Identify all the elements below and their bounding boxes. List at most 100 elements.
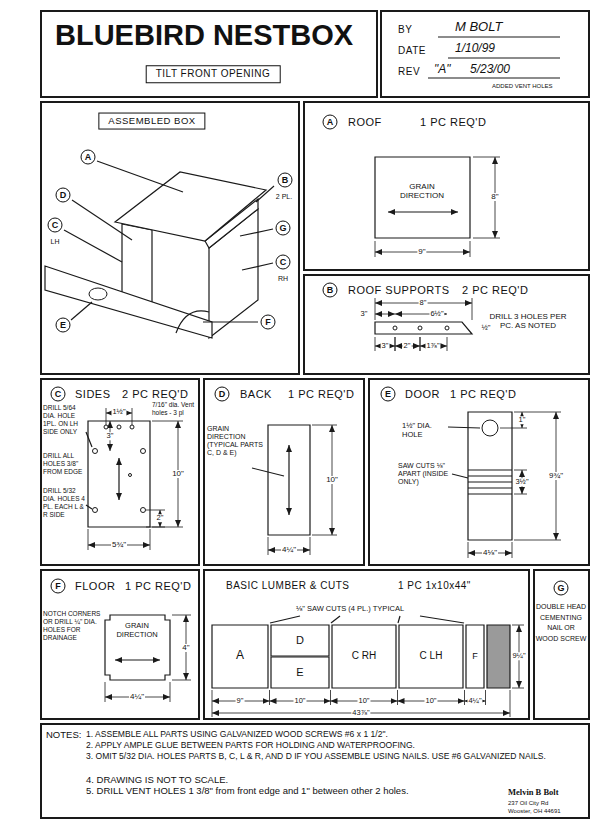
dimension-value: 2" <box>403 342 412 350</box>
roof-supports-panel: BROOF SUPPORTS2 PC REQ'D8"3"6½"3"2"1⅞"½"… <box>303 274 590 375</box>
dimension-value: 3" <box>106 432 115 440</box>
dimension-value: 43⅞" <box>351 709 370 717</box>
panel-heading: 2 PC REQ'D <box>462 284 528 297</box>
drill-hole <box>418 326 422 330</box>
saw-cut <box>468 469 512 470</box>
extension-line <box>512 625 524 626</box>
label-text: LH <box>51 238 60 246</box>
note-text: DRILL 5/32 DIA. HOLES 4 PL. EACH L & R S… <box>43 487 87 519</box>
extension-line <box>464 690 465 705</box>
note-text: 1½" DIA. HOLE <box>402 422 442 439</box>
panel-heading: 2 PC REQ'D <box>122 388 188 401</box>
panel-heading: DOOR <box>405 388 440 401</box>
panel-heading: 1 PC REQ'D <box>125 580 191 593</box>
extension-line <box>397 690 398 705</box>
waste-piece <box>487 625 510 688</box>
boxed-heading: ASSEMBLED BOX <box>98 113 205 130</box>
title-block: TILT FRONT OPENINGBLUEBIRD NESTBOX <box>40 10 378 98</box>
side-part <box>88 421 150 527</box>
label-text: RH <box>278 275 288 283</box>
callout-letter: C <box>51 387 66 402</box>
roof-support-part <box>375 322 472 334</box>
callout-letter: F <box>261 315 276 330</box>
entrance-hole <box>482 420 498 436</box>
extension-line <box>514 540 561 541</box>
leader-line <box>448 427 480 428</box>
dimension-value: ½" <box>481 324 492 332</box>
note-text: 3. OMIT 5/32 DIA. HOLES PARTS B, C, L & … <box>86 751 590 762</box>
label-text: F <box>472 651 478 661</box>
leader-line <box>398 616 400 623</box>
grain-arrow <box>115 659 160 660</box>
door-part <box>468 412 512 540</box>
extension-line <box>420 337 421 351</box>
roof-panel: AROOF1 PC REQ'DGRAIN DIRECTION8"9" <box>303 101 590 271</box>
floor-part <box>105 615 170 680</box>
callout-letter: E <box>381 387 396 402</box>
cut-piece <box>271 625 329 656</box>
leader-line <box>270 616 300 623</box>
extension-line <box>172 680 191 681</box>
entrance-hole <box>89 288 107 300</box>
label-text: M BOLT <box>455 20 502 35</box>
label-text: "A" <box>434 63 451 77</box>
panel-heading: DATE <box>398 45 426 57</box>
dimension-value: 6½" <box>429 310 444 318</box>
leader-line <box>72 200 132 240</box>
label-text: Melvin B Bolt <box>508 788 559 798</box>
extension-line <box>375 298 376 320</box>
vent-hole <box>117 425 121 429</box>
extension-line <box>472 298 473 320</box>
leader-line <box>97 161 183 192</box>
cut-piece <box>271 657 329 688</box>
callout-letter: D <box>56 188 71 203</box>
leader-line <box>86 432 92 447</box>
dimension-value: 9" <box>236 697 245 705</box>
dimension-value: 9¼" <box>511 652 526 660</box>
panel-heading: BASIC LUMBER & CUTS <box>226 580 349 592</box>
dimension-value: 3" <box>360 310 369 318</box>
extension-line <box>470 241 471 257</box>
dimension-value: 4" <box>181 644 190 652</box>
panel-heading: REV <box>398 66 420 78</box>
extension-line <box>468 542 469 558</box>
panel-heading: FLOOR <box>75 580 115 593</box>
label-text: 237 Oil City Rd <box>508 800 548 807</box>
drill-hole <box>445 326 449 330</box>
panel-heading: 1 PC REQ'D <box>450 388 516 401</box>
grain-arrow <box>288 445 289 515</box>
dimension-value: 2" <box>156 514 165 522</box>
door-panel-view <box>45 266 212 338</box>
saw-cut <box>468 487 512 488</box>
label-text: A <box>236 649 244 663</box>
grain-arrow <box>388 211 458 212</box>
leader-line <box>203 321 258 322</box>
callout-letter: B <box>278 173 293 188</box>
extension-line <box>105 682 106 702</box>
extension-line <box>312 535 337 536</box>
extension-line <box>152 421 183 422</box>
note-text: GRAIN DIRECTION (TYPICAL PARTS C, D & E) <box>207 425 263 457</box>
leader-line <box>64 230 122 262</box>
extension-line <box>269 690 270 705</box>
roof-part <box>375 157 470 238</box>
holes <box>89 288 498 513</box>
callout-letter: C <box>48 218 63 233</box>
cut-piece <box>332 625 396 688</box>
label-text: D <box>296 634 304 647</box>
extension-line <box>88 529 89 550</box>
extension-line <box>514 470 527 471</box>
cut-piece <box>212 625 268 688</box>
extension-line <box>150 529 151 550</box>
extension-line <box>172 615 191 616</box>
extension-line <box>395 337 396 351</box>
note-text: DRILL 5/64 DIA. HOLE 1PL. ON LH SIDE ONL… <box>43 404 87 436</box>
leader-line <box>252 468 284 476</box>
floor-panel: FFLOOR1 PC REQ'DNOTCH CORNERS OR DRILL ¼… <box>40 569 200 720</box>
callout-letter: G <box>276 221 291 236</box>
leader-line <box>71 302 92 320</box>
label-text: NOTES: <box>46 729 81 740</box>
panel-heading: BY <box>398 24 412 36</box>
note-text: 7/16" dia. Vent holes - 3 pl <box>152 401 198 417</box>
